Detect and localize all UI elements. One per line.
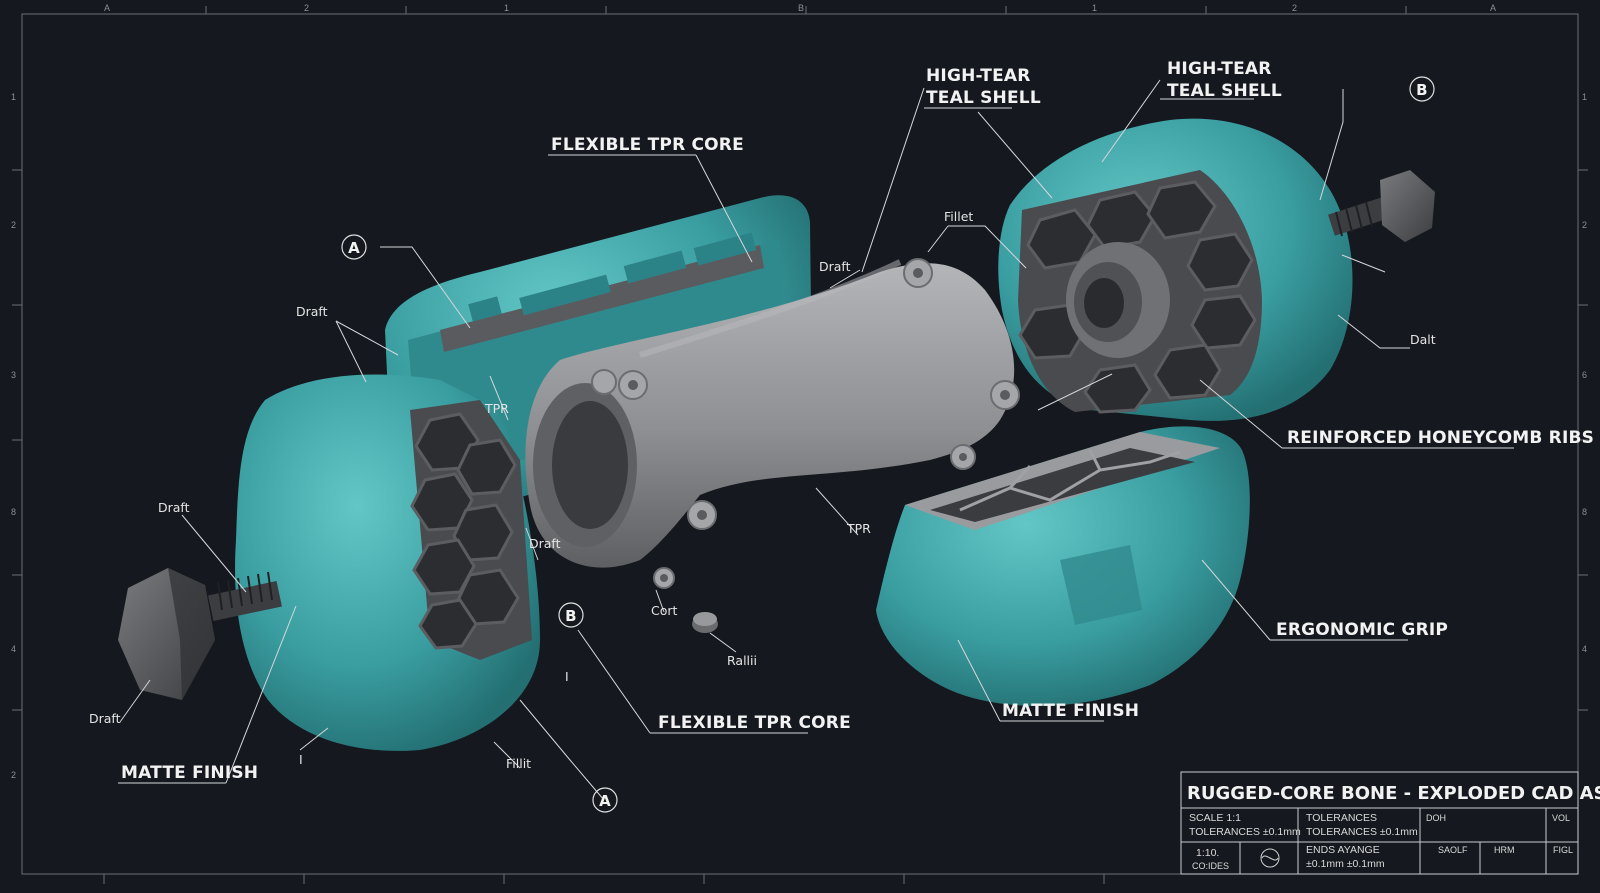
- callout-draft-2: Draft: [158, 500, 190, 515]
- first-angle-projection-icon: [1260, 848, 1280, 868]
- balloons: A B B A: [341, 76, 1435, 813]
- callout-flexible-tpr-core-bottom: FLEXIBLE TPR CORE: [658, 713, 851, 733]
- callout-tpr-2: TPR: [846, 521, 871, 536]
- border-label-right-3: 6: [1582, 370, 1587, 380]
- title-block-ends-line2: ±0.1mm ±0.1mm: [1306, 858, 1385, 870]
- title-block-scale-line1: SCALE 1:1: [1189, 812, 1241, 824]
- title-block-hrm: HRM: [1494, 845, 1515, 855]
- callout-high-tear-1-line2: TEAL SHELL: [926, 88, 1041, 108]
- border-label-right-1: 1: [1582, 92, 1587, 102]
- title-block-ratio-line1: 1:10.: [1196, 847, 1219, 859]
- title-block-saolf: SAOLF: [1438, 845, 1468, 855]
- title-block-doh: DOH: [1426, 813, 1446, 823]
- callout-tpr-1: TPR: [484, 401, 509, 416]
- border-label-top-6: 2: [1292, 3, 1297, 13]
- callout-high-tear-2-line2: TEAL SHELL: [1167, 81, 1282, 101]
- border-label-top-2: 2: [304, 3, 309, 13]
- border-label-right-5: 4: [1582, 644, 1587, 654]
- border-label-left-5: 4: [11, 644, 16, 654]
- balloon-a-top-label: A: [348, 239, 360, 257]
- title-block-tol-line1: TOLERANCES: [1306, 812, 1377, 824]
- title-block-scale-line2: TOLERANCES ±0.1mm: [1189, 826, 1301, 838]
- border-label-top-1: A: [104, 3, 110, 13]
- border-label-left-4: 8: [11, 507, 16, 517]
- title-block-vol: VOL: [1552, 813, 1570, 823]
- title-block-title: RUGGED-CORE BONE - EXPLODED CAD ASSEMBLY: [1187, 783, 1600, 804]
- border-label-left-1: 1: [11, 92, 16, 102]
- callout-matte-finish-left: MATTE FINISH: [121, 763, 258, 783]
- balloon-a-top: A: [341, 234, 367, 260]
- callout-draft-4: Draft: [529, 536, 561, 551]
- central-grey-core: [525, 258, 1020, 589]
- callout-ergonomic-grip: ERGONOMIC GRIP: [1276, 620, 1448, 640]
- balloon-b-top-right: B: [1409, 76, 1435, 102]
- balloon-a-bottom: A: [592, 787, 618, 813]
- lower-teal-shell-half: [876, 426, 1250, 706]
- border-label-top-3: 1: [504, 3, 509, 13]
- callout-mark-i-1: I: [565, 669, 569, 684]
- right-end-cap: [998, 118, 1353, 421]
- border-label-right-4: 8: [1582, 507, 1587, 517]
- callout-draft-5: Draft: [819, 259, 851, 274]
- border-label-top-4: B: [798, 3, 804, 13]
- small-pin: [692, 612, 718, 633]
- title-block-figl: FIGL: [1553, 845, 1573, 855]
- drawing-frame: A 2 1 B 1 2 A 1 2 3 8 4 2 1 2 6 8 4: [11, 3, 1588, 884]
- left-bolt: [118, 568, 282, 700]
- callout-fillet: Fillet: [944, 209, 973, 224]
- callout-cort: Cort: [651, 603, 678, 618]
- callouts: FLEXIBLE TPR CORE HIGH-TEAR TEAL SHELL H…: [89, 59, 1594, 783]
- callout-dalt: Dalt: [1410, 332, 1436, 347]
- balloon-b-mid: B: [558, 602, 584, 628]
- callout-draft-1: Draft: [296, 304, 328, 319]
- leader-lines: [118, 79, 1514, 801]
- callout-high-tear-1-line1: HIGH-TEAR: [926, 66, 1031, 86]
- balloon-a-bottom-label: A: [599, 792, 611, 810]
- callout-fillit: Fillit: [506, 756, 531, 771]
- border-label-top-5: 1: [1092, 3, 1097, 13]
- border-label-left-2: 2: [11, 220, 16, 230]
- border-label-left-6: 2: [11, 770, 16, 780]
- callout-draft-3: Draft: [89, 711, 121, 726]
- title-block-ends-line1: ENDS AYANGE: [1306, 844, 1380, 856]
- callout-matte-finish-right: MATTE FINISH: [1002, 701, 1139, 721]
- balloon-b-mid-label: B: [565, 607, 577, 625]
- title-block: RUGGED-CORE BONE - EXPLODED CAD ASSEMBLY…: [1180, 771, 1600, 875]
- border-label-top-7: A: [1490, 3, 1496, 13]
- callout-reinforced-ribs: REINFORCED HONEYCOMB RIBS: [1287, 428, 1594, 448]
- border-label-left-3: 3: [11, 370, 16, 380]
- left-end-cap: [235, 374, 541, 751]
- callout-rallii: Rallii: [727, 653, 757, 668]
- callout-high-tear-2-line1: HIGH-TEAR: [1167, 59, 1272, 79]
- callout-mark-i-2: I: [299, 752, 303, 767]
- title-block-ratio-line2: CO:IDES: [1192, 861, 1229, 871]
- callout-flexible-tpr-core-top: FLEXIBLE TPR CORE: [551, 135, 744, 155]
- balloon-b-top-right-label: B: [1416, 81, 1428, 99]
- border-label-right-2: 2: [1582, 220, 1587, 230]
- title-block-tol-line2: TOLERANCES ±0.1mm: [1306, 826, 1418, 838]
- right-bolt: [1328, 170, 1435, 242]
